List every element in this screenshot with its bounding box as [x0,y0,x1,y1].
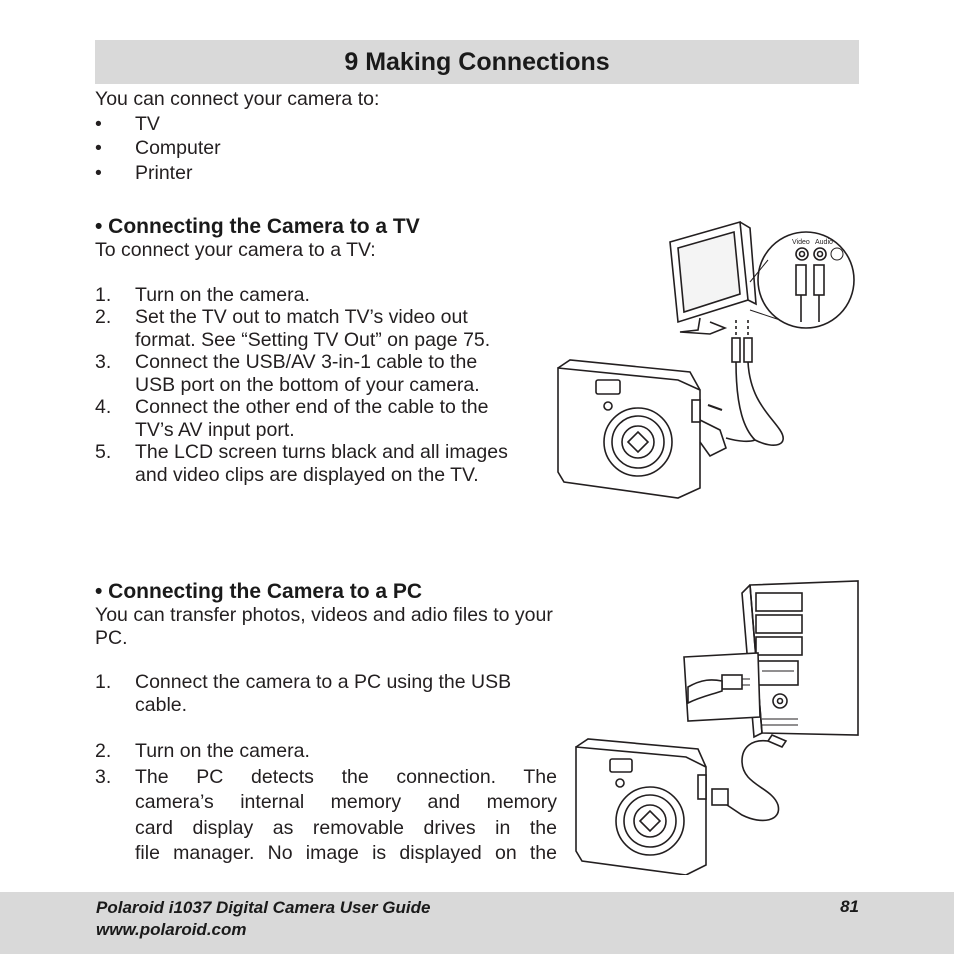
page-title: 9 Making Connections [344,48,610,76]
step-number: 4. [95,396,112,418]
step-number: 2. [95,306,112,328]
tv-section-lead: To connect your camera to a TV: [95,239,376,261]
step-item: 2. Turn on the camera. [95,740,557,763]
av-port-zoom: Video Audio [749,231,855,329]
footer-text: Polaroid i1037 Digital Camera User Guide… [96,897,430,941]
step-item: 5. The LCD screen turns black and all ima… [95,441,515,486]
step-item: 3. Connect the USB/AV 3-in-1 cable to the… [95,351,515,396]
step-text-line: file manager. No image is displayed on t… [135,842,557,864]
step-text: Connect the camera to a PC using the USB… [135,671,512,716]
step-item: 1. Turn on the camera. [95,284,515,307]
step-text: Connect the USB/AV 3-in-1 cable to the U… [135,351,480,396]
step-item: 4. Connect the other end of the cable to … [95,396,515,441]
step-text: Turn on the camera. [135,740,310,762]
step-number: 1. [95,283,112,306]
camera-icon [557,359,701,499]
step-text: The PC detects the connection. The camer… [135,765,557,867]
step-text-line: The PC detects the connection. The [135,765,557,788]
step-number: 3. [95,351,112,373]
audio-port-label: Audio [815,239,833,246]
tv-section-heading: • Connecting the Camera to a TV [95,215,420,238]
step-number: 5. [95,441,112,463]
step-item: 1. Connect the camera to a PC using the U… [95,671,557,716]
camera-icon [575,738,707,875]
title-bar: 9 Making Connections [95,40,859,84]
step-text-line: camera’s internal memory and memory [135,791,557,813]
step-text: Turn on the camera. [135,283,310,306]
step-text: The LCD screen turns black and all image… [135,441,508,486]
step-text: Set the TV out to match TV’s video out f… [135,306,491,351]
step-text: Connect the other end of the cable to th… [135,396,489,441]
bullet: • [95,161,102,184]
page-number: 81 [840,897,859,916]
pc-section-lead: You can transfer photos, videos and adio… [95,604,553,649]
step-text-line: card display as removable drives in the [135,816,557,839]
tv-monitor-icon [669,220,757,335]
pc-steps-list: 1. Connect the camera to a PC using the U… [95,671,557,867]
device-label: TV [135,112,160,135]
bullet: • [95,112,102,135]
rca-plugs-icon [731,320,784,446]
pc-section: • Connecting the Camera to a PC You can … [95,580,557,867]
step-item: 2. Set the TV out to match TV’s video out… [95,306,515,351]
device-label: Computer [135,137,221,159]
usb-port-zoom [683,652,761,722]
pc-connection-illustration [575,580,859,875]
step-item: 3. The PC detects the connection. The ca… [95,765,557,867]
intro-section: You can connect your camera to: • TV • Com… [95,88,555,184]
intro-text: You can connect your camera to: [95,88,380,110]
usb-connector-icon [699,404,756,458]
pc-section-heading: • Connecting the Camera to a PC [95,580,423,603]
tv-section: • Connecting the Camera to a TV To conne… [95,215,515,486]
tv-connection-illustration: Video Audio [557,220,855,499]
usb-cable-icon [711,734,788,822]
step-number: 3. [95,765,112,788]
tv-steps-list: 1. Turn on the camera. 2. Set the TV out t… [95,284,515,487]
step-number: 2. [95,740,112,762]
device-label: Printer [135,161,193,184]
video-port-label: Video [792,239,810,246]
list-item: • TV [95,113,555,136]
list-item: • Printer [95,162,555,185]
guide-title: Polaroid i1037 Digital Camera User Guide [96,898,431,917]
bullet: • [95,137,102,159]
step-number: 1. [95,671,112,693]
footer-bar: Polaroid i1037 Digital Camera User Guide… [0,892,954,954]
website-link[interactable]: www.polaroid.com [96,920,247,939]
list-item: • Computer [95,137,555,160]
